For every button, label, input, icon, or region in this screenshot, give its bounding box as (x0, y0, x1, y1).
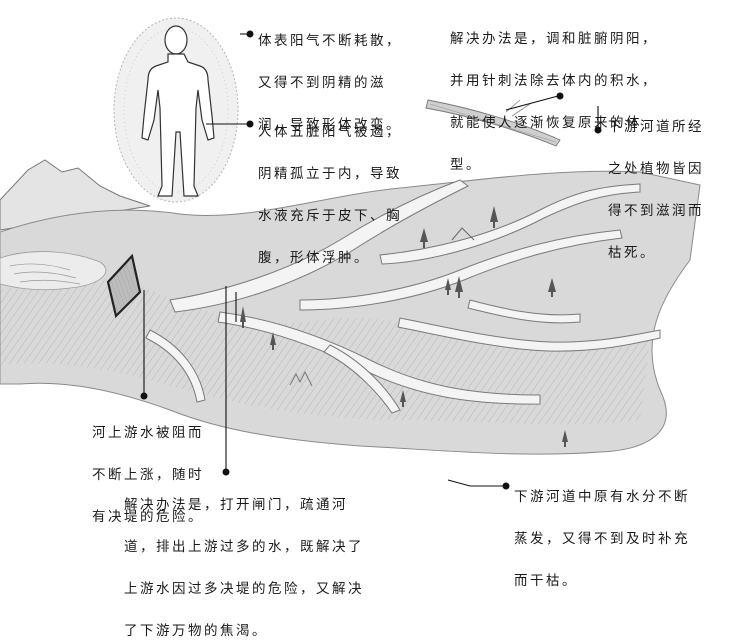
sluice-gate-icon (106, 253, 142, 319)
note-line: 又得不到阴精的滋 (258, 75, 386, 91)
trees (240, 206, 568, 447)
note-line: 河上游水被阻而 (92, 425, 204, 441)
note-downstream-dry: 下游河道中原有水分不断 蒸发，又得不到及时补充 而干枯。 (514, 466, 690, 592)
note-line: 人体五脏阳气被遏， (258, 124, 402, 140)
marker-dot (246, 120, 254, 128)
note-line: 就能使人逐渐恢复原来的体 (450, 115, 642, 131)
note-line: 型。 (450, 157, 482, 173)
note-line: 有决堤的危险。 (92, 509, 204, 525)
marker-dot (502, 482, 510, 490)
leader-lines (140, 30, 602, 490)
note-line: 蒸发，又得不到及时补充 (514, 531, 690, 547)
small-hill (451, 227, 475, 241)
marker-dot (556, 92, 564, 100)
floating-plank (425, 99, 561, 147)
note-line: 之处植物皆因 (608, 161, 704, 177)
note-line: 下游河道所经 (608, 119, 704, 135)
note-solution-river: 解决办法是，打开闸门，疏通河 道，排出上游过多的水，既解决了 上游水因过多决堤的… (124, 474, 364, 642)
note-line: 腹，形体浮肿。 (258, 250, 370, 266)
note-line: 水液充斥于皮下、胸 (258, 208, 402, 224)
note-body-yang-qi: 体表阳气不断耗散， 又得不到阴精的滋 润，导致形体改变。 (258, 10, 402, 136)
note-line: 了下游万物的焦渴。 (124, 623, 268, 639)
human-figure-icon (113, 17, 239, 203)
marker-dot (594, 126, 602, 134)
note-line: 并用针刺法除去体内的积水， (450, 73, 658, 89)
note-line: 阴精孤立于内，导致 (258, 166, 402, 182)
note-line: 下游河道中原有水分不断 (514, 489, 690, 505)
note-line: 解决办法是，打开闸门，疏通河 (124, 497, 348, 513)
marker-dot (222, 468, 230, 476)
note-line: 解决办法是，调和脏腑阴阳， (450, 31, 658, 47)
river-illustration (0, 17, 701, 490)
note-line: 得不到滋润而 (608, 203, 704, 219)
note-downstream-plants: 下游河道所经 之处植物皆因 得不到滋润而 枯死。 (608, 96, 704, 264)
note-five-organs: 人体五脏阳气被遏， 阴精孤立于内，导致 水液充斥于皮下、胸 腹，形体浮肿。 (258, 101, 402, 269)
lake-ripples (9, 263, 81, 285)
note-line: 而干枯。 (514, 573, 578, 589)
note-line: 道，排出上游过多的水，既解决了 (124, 539, 364, 555)
note-line: 上游水因过多决堤的危险，又解决 (124, 581, 364, 597)
upstream-lake (0, 251, 107, 291)
note-line: 不断上涨，随时 (92, 467, 204, 483)
marker-dot (140, 392, 148, 400)
note-line: 体表阳气不断耗散， (258, 33, 402, 49)
marker-dot (246, 30, 254, 38)
bank-rocks (289, 370, 313, 387)
note-line: 润，导致形体改变。 (258, 117, 402, 133)
note-upstream-flood: 河上游水被阻而 不断上涨，随时 有决堤的危险。 (92, 402, 204, 528)
note-solution-internal: 解决办法是，调和脏腑阴阳， 并用针刺法除去体内的积水， 就能使人逐渐恢复原来的体… (450, 8, 658, 176)
note-line: 枯死。 (608, 245, 656, 261)
river-branches (145, 179, 661, 414)
